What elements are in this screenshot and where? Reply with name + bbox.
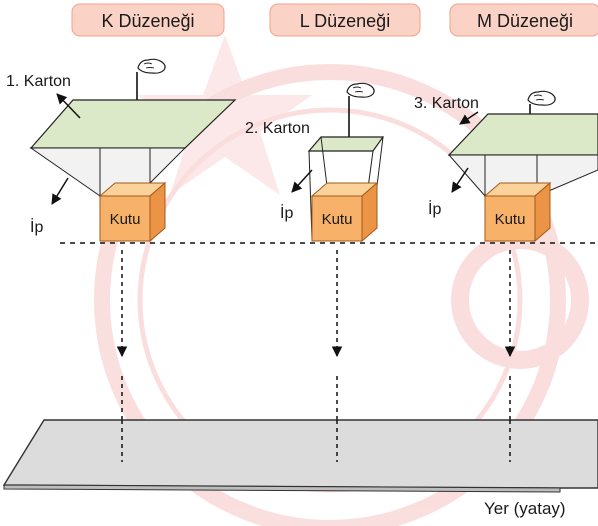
header-m: M Düzeneği (449, 3, 598, 37)
ground-dashes (121, 420, 511, 462)
setup-l: Kutu 2. Karton İp (245, 82, 385, 243)
box-k: Kutu (98, 181, 167, 243)
rope-m (447, 154, 598, 197)
hand-icon (346, 82, 375, 98)
rope-l-arrow (291, 169, 313, 193)
ground-plane (2, 419, 598, 493)
rope-m-arrow (451, 167, 469, 193)
rope-l-label: İp (280, 203, 293, 222)
ground-label: Yer (yatay) (484, 499, 566, 518)
card-k-label: 1. Karton (6, 73, 71, 90)
rope-k (29, 147, 187, 197)
header-m-label: M Düzeneği (477, 11, 573, 31)
card-m (447, 113, 598, 156)
rope-k-arrow (51, 177, 69, 205)
box-m: Kutu (483, 181, 552, 243)
setup-m: Kutu 3. Karton İp (414, 90, 598, 243)
box-l: Kutu (310, 181, 379, 243)
card-l (307, 136, 385, 152)
header-k: K Düzeneği (71, 3, 225, 37)
setup-k: Kutu 1. Karton İp (6, 58, 237, 243)
box-m-label: Kutu (495, 211, 526, 228)
card-l-label: 2. Karton (245, 120, 310, 137)
box-k-label: Kutu (110, 211, 141, 228)
card-m-arrow (459, 111, 479, 125)
box-l-label: Kutu (322, 211, 353, 228)
card-m-label: 3. Karton (414, 95, 479, 112)
rope-m-label: İp (428, 199, 441, 218)
hand-icon (527, 90, 556, 106)
rope-k-label: İp (30, 217, 43, 236)
header-k-label: K Düzeneği (101, 11, 194, 31)
header-l: L Düzeneği (269, 3, 421, 37)
card-k-arrow (56, 93, 81, 119)
header-l-label: L Düzeneği (300, 11, 390, 31)
hand-icon (137, 58, 166, 74)
